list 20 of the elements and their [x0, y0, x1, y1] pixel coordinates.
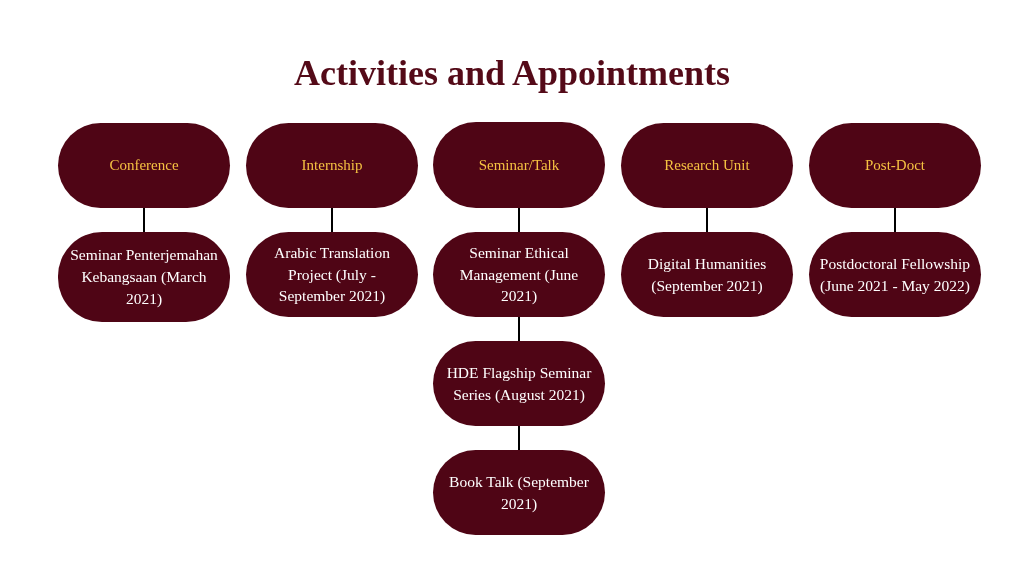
connector-line [706, 207, 708, 233]
diagram-title: Activities and Appointments [292, 52, 731, 94]
category-label: Seminar/Talk [478, 155, 560, 175]
activity-label: Seminar Ethical Management (June 2021) [458, 242, 580, 307]
connector-line [518, 316, 520, 342]
connector-line [518, 207, 520, 233]
activity-label: HDE Flagship Seminar Series (August 2021) [445, 362, 593, 405]
connector-line [331, 207, 333, 233]
category-label: Conference [109, 156, 179, 175]
connector-line [518, 425, 520, 451]
activity-label: Book Talk (September 2021) [448, 471, 590, 514]
activity-label: Seminar Penterjemahan Kebangsaan (March 2021) [69, 245, 219, 309]
category-label: Post-Doct [865, 156, 925, 175]
connector-line [894, 207, 896, 233]
activity-label: Arabic Translation Project (July - September 2021) [273, 242, 391, 307]
activity-label: Postdoctoral Fellowship (June 2021 - May 2022) [819, 253, 971, 296]
connector-line [143, 207, 145, 233]
category-label: Research Unit [664, 156, 750, 175]
category-label: Internship [301, 156, 363, 175]
activity-label: Digital Humanities (September 2021) [646, 253, 768, 296]
